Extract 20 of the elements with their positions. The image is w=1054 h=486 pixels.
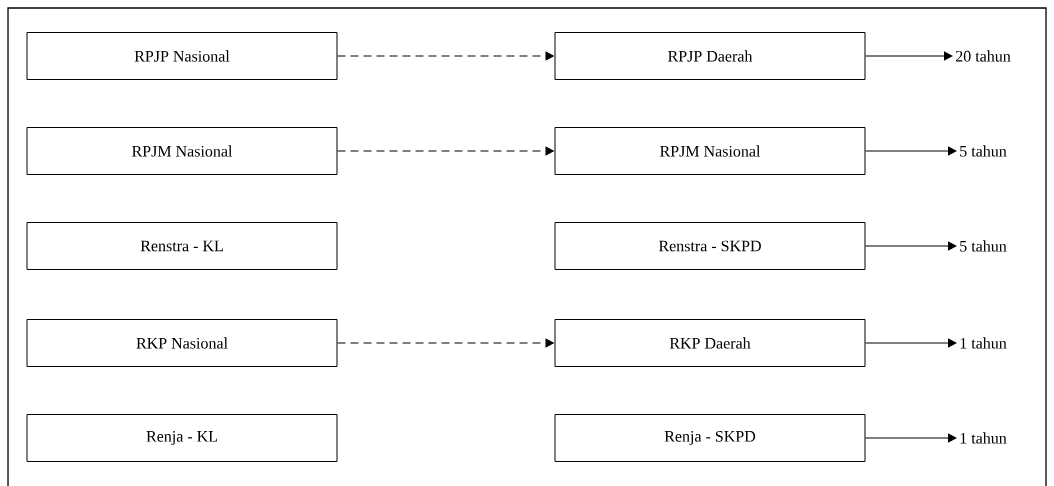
arrow [864,338,957,348]
process-box: RPJP Nasional [26,32,338,80]
arrow [864,146,957,156]
duration-label: 5 tahun [960,145,1007,157]
arrow [864,433,957,443]
duration-label: 1 tahun [960,432,1007,444]
process-box: Renstra - SKPD [554,222,866,270]
process-box: RPJM Nasional [26,127,338,175]
arrow [864,241,957,251]
process-box: RKP Daerah [554,319,866,367]
duration-label: 5 tahun [960,240,1007,252]
duration-label: 20 tahun [955,50,1011,62]
arrow [864,51,953,61]
process-box: Renstra - KL [26,222,338,270]
process-box: Renja - KL [26,414,338,462]
process-box: Renja - SKPD [554,414,866,462]
duration-label: 1 tahun [960,337,1007,349]
process-box: RKP Nasional [26,319,338,367]
process-box: RPJP Daerah [554,32,866,80]
process-box: RPJM Nasional [554,127,866,175]
